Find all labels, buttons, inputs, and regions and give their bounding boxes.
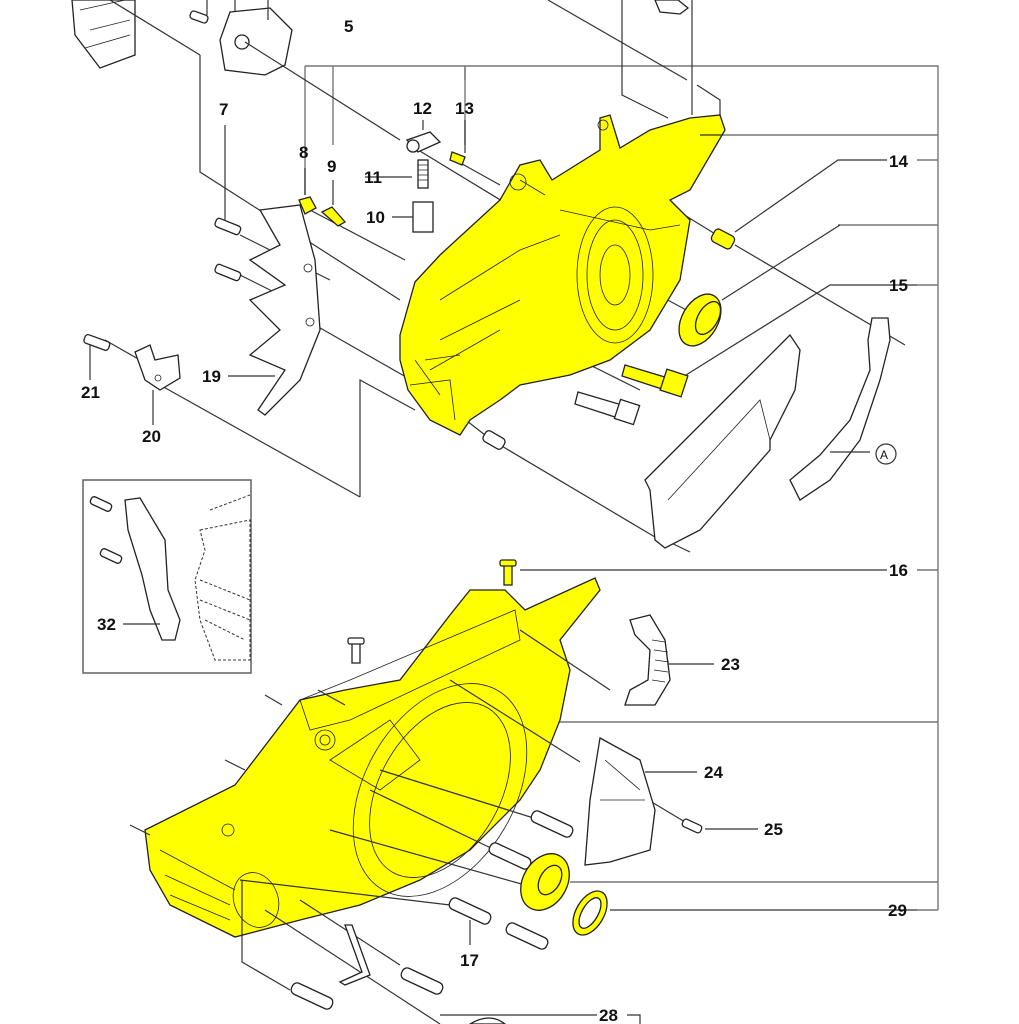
stud-9 (320, 180, 347, 227)
screw-25 (681, 818, 703, 834)
screw-21 (83, 333, 111, 351)
callout-20: 20 (142, 427, 161, 446)
crankcase-upper-half (399, 114, 726, 436)
callout-29: 29 (888, 901, 907, 920)
screw-top (189, 0, 209, 24)
top-bracket-part (654, 0, 690, 15)
inset-box (82, 479, 252, 674)
sleeve-14 (710, 228, 736, 250)
callout-7: 7 (219, 100, 228, 119)
bottom-partial (440, 1014, 641, 1024)
sleeve-lower (482, 430, 506, 450)
stud-8 (298, 168, 317, 215)
lever-12 (405, 120, 442, 153)
screw-7b (214, 263, 242, 282)
stud-15 (621, 284, 917, 398)
bolts-17 (290, 810, 574, 1010)
callout-9: 9 (327, 157, 336, 176)
chain-catcher-part (219, 0, 293, 76)
ring-gear-23 (624, 614, 671, 706)
callout-19: 19 (202, 367, 221, 386)
gasket-a (644, 317, 897, 549)
callout-15: 15 (889, 276, 908, 295)
bolt-16 (499, 559, 517, 586)
screw-13 (449, 120, 466, 166)
callout-25: 25 (764, 820, 783, 839)
bearing-lower (520, 853, 570, 911)
lever-part (338, 924, 371, 986)
bolt-top-lower (347, 637, 365, 664)
stud-white (574, 391, 641, 426)
cover-24 (584, 736, 656, 866)
block-10 (412, 201, 434, 233)
chain-guard-partial (71, 0, 136, 69)
callout-16: 16 (889, 561, 908, 580)
callout-17: 17 (460, 951, 479, 970)
callout-labels: 5 7 8 9 10 11 12 13 14 15 16 17 19 20 21… (81, 17, 908, 1024)
screw-7 (214, 125, 242, 236)
callout-23: 23 (721, 655, 740, 674)
leader-lines (89, 134, 887, 830)
callout-21: 21 (81, 383, 100, 402)
callout-13: 13 (455, 99, 474, 118)
callout-14: 14 (889, 152, 908, 171)
callout-11: 11 (364, 168, 382, 187)
reference-marker-a: A (880, 448, 888, 462)
callout-5: 5 (344, 17, 353, 36)
callout-24: 24 (704, 763, 723, 782)
callout-10: 10 (366, 208, 385, 227)
crankcase-lower-half (144, 577, 601, 938)
bracket-19 (248, 204, 321, 416)
bearing-upper (678, 224, 841, 347)
callout-32: 32 (97, 615, 116, 634)
lower-assembly-lines (129, 629, 691, 1024)
callout-8: 8 (299, 143, 308, 162)
spring-11 (417, 159, 429, 189)
callout-12: 12 (413, 99, 432, 118)
plate-20 (134, 344, 181, 391)
seal-ring (572, 890, 917, 936)
callout-28: 28 (599, 1006, 618, 1024)
